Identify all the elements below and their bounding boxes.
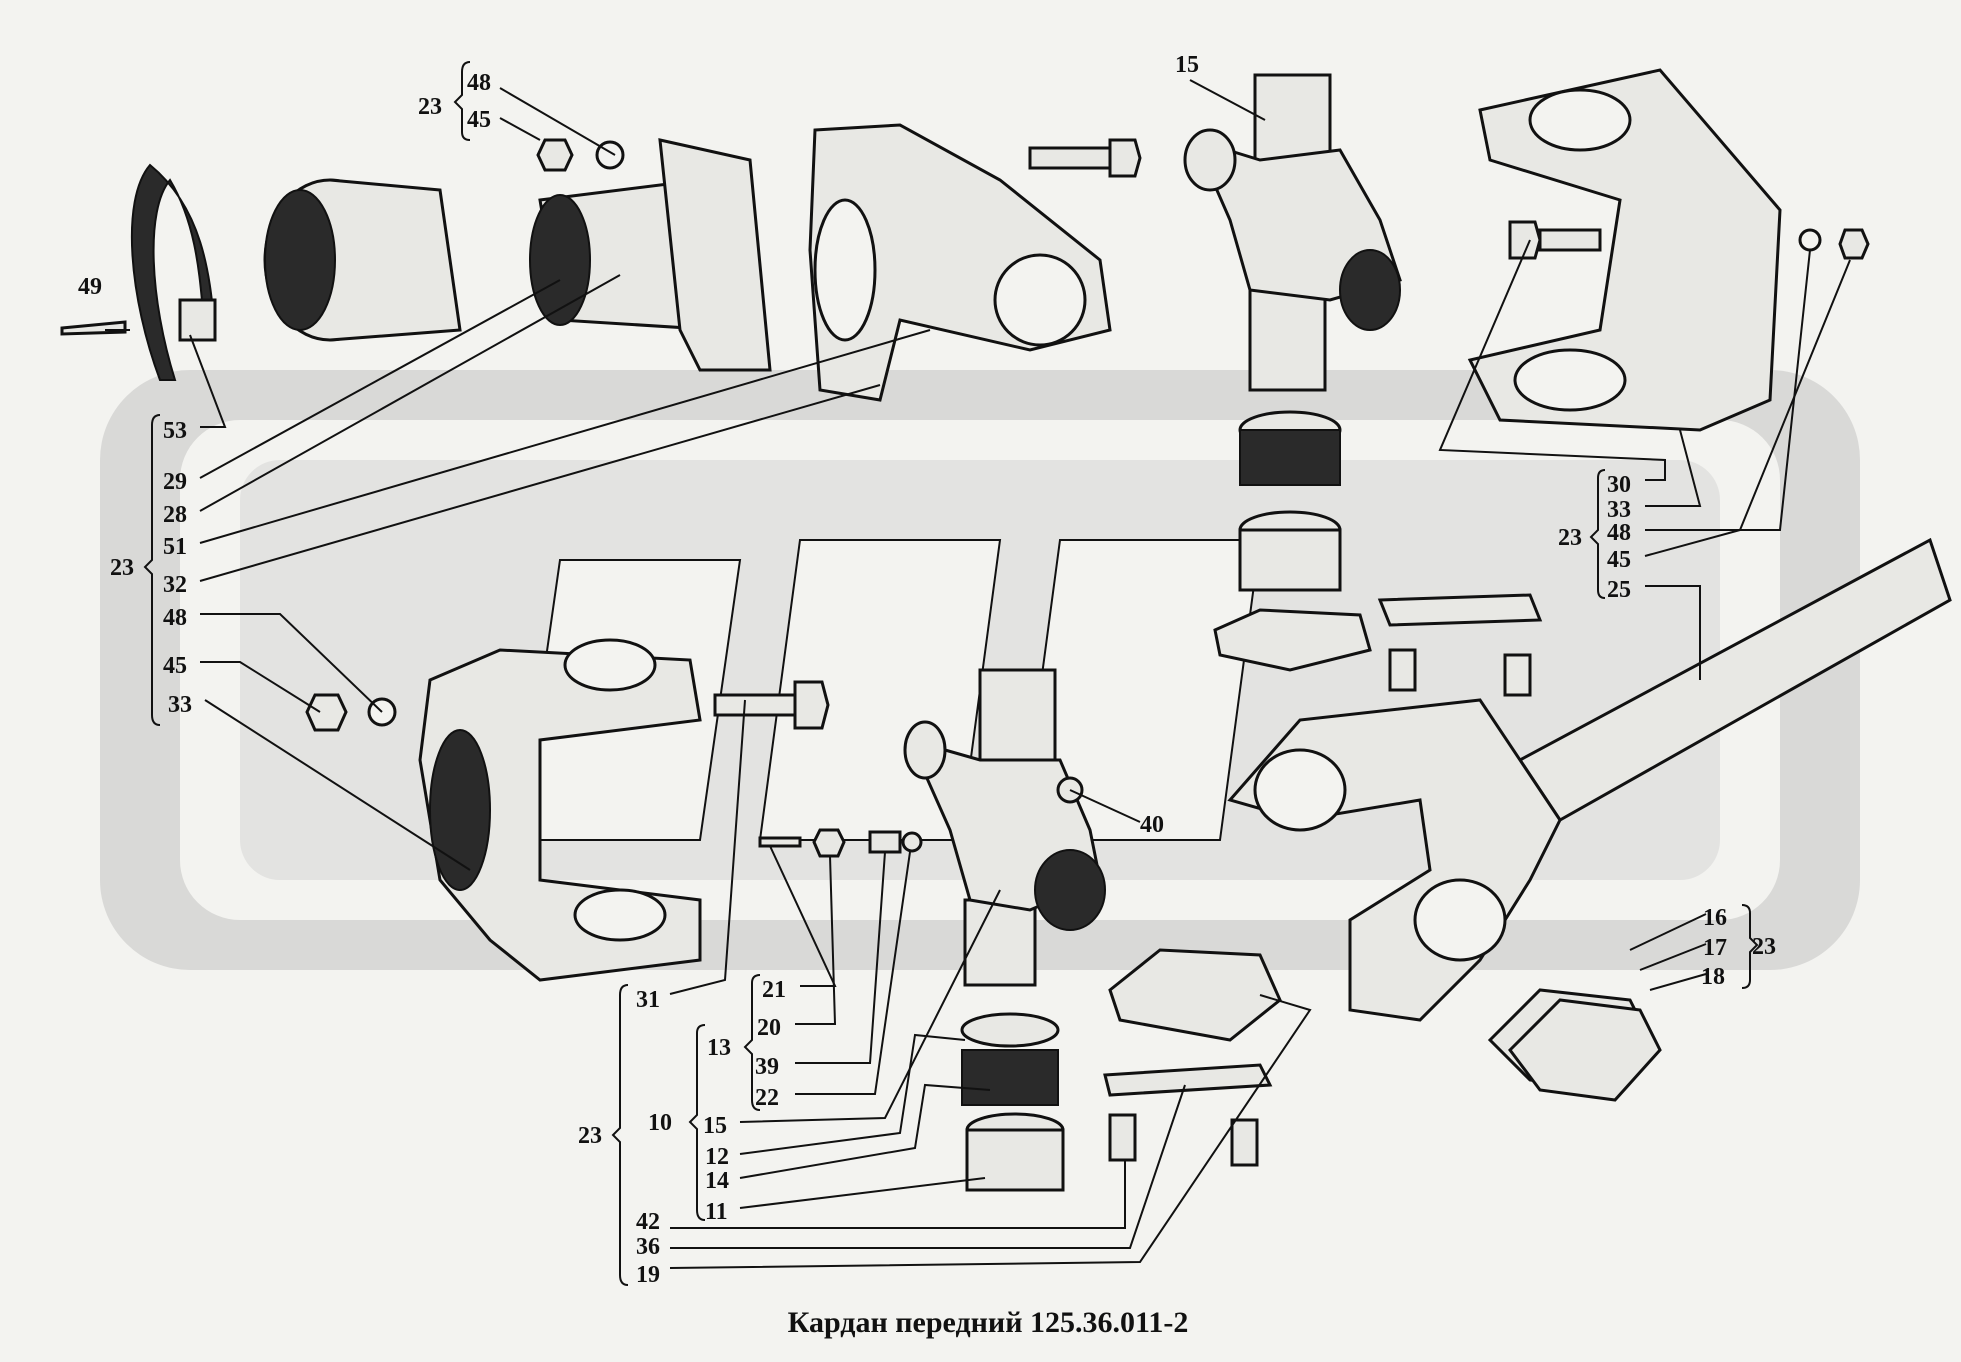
group-label-13: 13: [707, 1035, 731, 1061]
nut-part-45-right: [1838, 228, 1870, 260]
flange-yoke-part-33-left: [418, 638, 702, 982]
label-20: 20: [757, 1015, 781, 1041]
splined-sleeve-part-28: [529, 138, 772, 372]
label-19: 19: [636, 1262, 660, 1288]
label-11: 11: [705, 1199, 728, 1225]
bolt-part-42-1: [1108, 1113, 1137, 1162]
nut-part-45-top: [536, 138, 574, 172]
washer-part-48-right: [1798, 228, 1822, 252]
label-45-right: 45: [1607, 547, 1631, 573]
label-51: 51: [163, 534, 187, 560]
part-labels: 15 23 48 45 49 53 29 28 51 23 32 48 45 3…: [78, 52, 1776, 1288]
label-21: 21: [762, 977, 786, 1003]
label-28: 28: [163, 502, 187, 528]
label-15-top: 15: [1175, 52, 1199, 78]
label-30: 30: [1607, 472, 1631, 498]
label-16: 16: [1703, 905, 1727, 931]
bearing-caps-parts-16-18: [1487, 988, 1662, 1102]
label-49: 49: [78, 274, 102, 300]
bolt-small-2: [1503, 653, 1532, 697]
cross-spider-part-15-top: [1183, 73, 1402, 392]
bolt-part-30: [1508, 220, 1602, 260]
label-45-top: 45: [467, 107, 491, 133]
label-33-left: 33: [168, 692, 192, 718]
label-45-left: 45: [163, 653, 187, 679]
label-22: 22: [755, 1085, 779, 1111]
group-label-23-right: 23: [1558, 525, 1582, 551]
label-39: 39: [755, 1054, 779, 1080]
label-12: 12: [705, 1144, 729, 1170]
cross-spider-part-15-bottom: [903, 668, 1106, 987]
label-48-top: 48: [467, 70, 491, 96]
cotter-pin-part-49: [60, 320, 127, 336]
flange-yoke-part-51: [808, 123, 1112, 402]
bolt-part-42-2: [1230, 1118, 1259, 1167]
bolt-part-31: [713, 680, 830, 730]
yoke-part-33-right: [1467, 68, 1782, 432]
label-40: 40: [1140, 812, 1164, 838]
lock-plate-top: [1377, 593, 1543, 627]
bolt-part-top: [1028, 138, 1142, 178]
label-33-right: 33: [1607, 497, 1631, 523]
clamp-band-part-53: [130, 163, 217, 381]
cover-plate-top: [1213, 608, 1372, 672]
group-label-23-left: 23: [110, 555, 134, 581]
group-brackets: [143, 61, 1759, 1286]
label-36: 36: [636, 1234, 660, 1260]
group-label-10: 10: [648, 1110, 672, 1136]
splined-shaft-yoke-part-25: [1227, 537, 1952, 1022]
label-15-bottom: 15: [703, 1113, 727, 1139]
label-31: 31: [636, 987, 660, 1013]
label-14: 14: [705, 1168, 729, 1194]
diagram-title: Кардан передний 125.36.011-2: [788, 1306, 1189, 1339]
label-48-left: 48: [163, 605, 187, 631]
group-label-23-bottom: 23: [578, 1123, 602, 1149]
lock-plate-part-36: [1103, 1063, 1273, 1097]
label-53: 53: [163, 418, 187, 444]
label-18: 18: [1701, 964, 1725, 990]
label-25: 25: [1607, 577, 1631, 603]
label-48-right: 48: [1607, 520, 1631, 546]
label-29: 29: [163, 469, 187, 495]
label-17: 17: [1703, 935, 1727, 961]
protective-boot-part-29: [263, 178, 462, 342]
label-32: 32: [163, 572, 187, 598]
bearing-cup-top: [1238, 410, 1342, 592]
group-label-23-top: 23: [418, 94, 442, 120]
fitting-parts-21-22: [758, 828, 923, 858]
bearing-cup-bottom: [960, 1012, 1065, 1192]
bolt-small-1: [1388, 648, 1417, 692]
label-42: 42: [636, 1209, 660, 1235]
group-label-23-caps: 23: [1752, 934, 1776, 960]
leader-lines: [105, 79, 1851, 1269]
nut-part-45-left: [305, 693, 348, 732]
